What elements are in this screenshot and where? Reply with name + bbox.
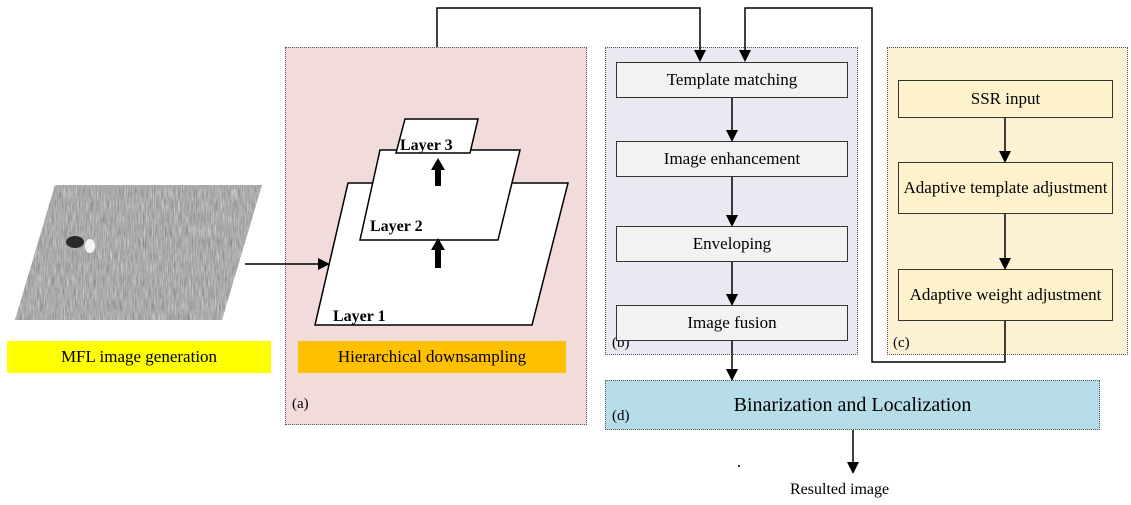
layer-3-label: Layer 3: [400, 137, 453, 154]
resulted-image-caption: Resulted image: [790, 481, 890, 498]
layer-2-plane: [359, 149, 521, 241]
up-arrow-icon: [431, 238, 445, 268]
panel-d: [605, 380, 1100, 430]
up-arrow-icon: [431, 158, 445, 186]
arrow-c-loop-to-template: [739, 7, 1006, 363]
ssr-input-box: SSR input: [898, 80, 1113, 118]
panel-d-title: Binarization and Localization: [733, 393, 972, 416]
layer-1-label: Layer 1: [333, 308, 386, 325]
hierarchical-caption: Hierarchical downsampling: [298, 341, 566, 373]
panel-c-label: (c): [893, 335, 910, 351]
arrow-a-to-template: [436, 7, 706, 62]
layer-3-plane: [395, 118, 479, 154]
layer-2-label: Layer 2: [370, 218, 423, 235]
mfl-caption: MFL image generation: [7, 341, 271, 373]
image-enhancement-box: Image enhancement: [616, 141, 848, 177]
panel-d-label: (d): [612, 408, 630, 424]
adaptive-template-adjustment-box: Adaptive template adjustment: [898, 162, 1113, 214]
panel-a-label: (a): [292, 396, 309, 412]
mfl-image: [15, 185, 262, 320]
template-matching-box: Template matching: [616, 62, 848, 98]
